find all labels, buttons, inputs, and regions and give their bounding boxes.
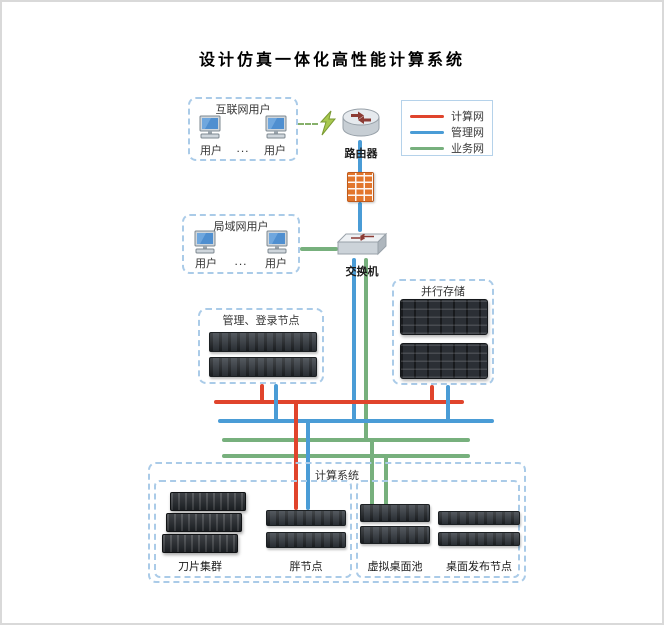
mgmtnodes-mgmtbus-link xyxy=(274,384,278,423)
business-net-bus-2 xyxy=(222,454,470,458)
users-ellipsis: ... xyxy=(236,141,250,155)
desktop-pc-icon xyxy=(265,230,289,261)
storage-mgmtbus-link xyxy=(446,385,450,423)
router-icon xyxy=(339,106,383,145)
legend-item-compute-net: 计算网 xyxy=(410,108,484,124)
compute-net-swatch xyxy=(410,114,444,118)
desktop-pc-icon xyxy=(198,115,222,146)
blade-chassis-icon xyxy=(170,492,246,511)
storage-array-icon xyxy=(400,343,488,379)
switch-mgmtbus-link xyxy=(352,258,356,423)
server-icon xyxy=(266,532,346,548)
server-icon xyxy=(209,332,317,352)
legend-label-compute-net: 计算网 xyxy=(451,111,484,123)
desktop-pc-icon xyxy=(193,230,217,261)
computebus-fatnodes-link xyxy=(294,400,298,510)
router-label: 路由器 xyxy=(344,148,378,160)
page-title: 设计仿真一体化高性能计算系统 xyxy=(198,52,465,69)
desktop-pc-icon xyxy=(264,115,288,146)
router-firewall-link xyxy=(358,140,362,174)
server-icon xyxy=(209,357,317,377)
user-label-right: 用户 xyxy=(264,145,286,157)
fat-nodes-label: 胖节点 xyxy=(289,561,323,573)
firewall-icon xyxy=(347,172,374,202)
storage-computebus-link xyxy=(430,385,434,404)
compute-system-title: 计算系统 xyxy=(315,470,359,482)
server-icon xyxy=(360,526,430,544)
users-ellipsis: ... xyxy=(234,254,248,268)
server-icon xyxy=(438,532,520,546)
virtual-desktop-pool-label: 虚拟桌面池 xyxy=(367,561,423,573)
storage-array-icon xyxy=(400,299,488,335)
blade-cluster-label: 刀片集群 xyxy=(178,561,222,573)
parallel-storage-title: 并行存储 xyxy=(421,286,465,298)
legend-item-business-net: 业务网 xyxy=(410,140,484,156)
legend-label-business-net: 业务网 xyxy=(451,143,484,155)
firewall-switch-link xyxy=(358,202,362,232)
switch-label: 交换机 xyxy=(345,266,379,278)
blade-chassis-icon xyxy=(166,513,242,532)
legend-label-mgmt-net: 管理网 xyxy=(451,127,484,139)
compute-system-group: 计算系统 xyxy=(148,462,526,583)
blade-chassis-icon xyxy=(162,534,238,553)
lightning-icon xyxy=(317,110,339,141)
compute-net-bus xyxy=(214,400,464,404)
server-icon xyxy=(360,504,430,522)
business-net-bus-1 xyxy=(222,438,470,442)
bizbus-vdi-link-1 xyxy=(370,438,374,506)
business-net-swatch xyxy=(410,146,444,150)
switch-bizbus-link xyxy=(364,258,368,442)
internet-users-group: 互联网用户 用户 ... 用户 xyxy=(188,97,298,161)
legend-item-mgmt-net: 管理网 xyxy=(410,124,484,140)
compute-right-subgroup xyxy=(356,480,520,578)
user-label-left: 用户 xyxy=(200,145,222,157)
switch-icon xyxy=(336,228,388,267)
legend: 计算网 管理网 业务网 xyxy=(401,100,493,156)
user-label-right: 用户 xyxy=(265,258,287,270)
mgmtbus-fatnodes-link xyxy=(306,419,310,510)
compute-left-subgroup xyxy=(154,480,352,578)
lan-users-title: 局域网用户 xyxy=(213,221,269,233)
lan-switch-link xyxy=(300,247,338,251)
lan-users-group: 局域网用户 用户 ... 用户 xyxy=(182,214,300,274)
internet-users-title: 互联网用户 xyxy=(215,104,271,116)
server-icon xyxy=(438,511,520,525)
user-label-left: 用户 xyxy=(195,258,217,270)
server-icon xyxy=(266,510,346,526)
mgmt-login-nodes-title: 管理、登录节点 xyxy=(222,315,300,327)
mgmt-login-nodes-group: 管理、登录节点 xyxy=(198,308,324,384)
desktop-publish-nodes-label: 桌面发布节点 xyxy=(446,561,512,573)
mgmt-net-swatch xyxy=(410,130,444,134)
mgmt-net-bus xyxy=(218,419,494,423)
parallel-storage-group: 并行存储 xyxy=(392,279,494,385)
mgmtnodes-computebus-link xyxy=(260,384,264,404)
internet-router-dashed-link xyxy=(298,123,318,125)
